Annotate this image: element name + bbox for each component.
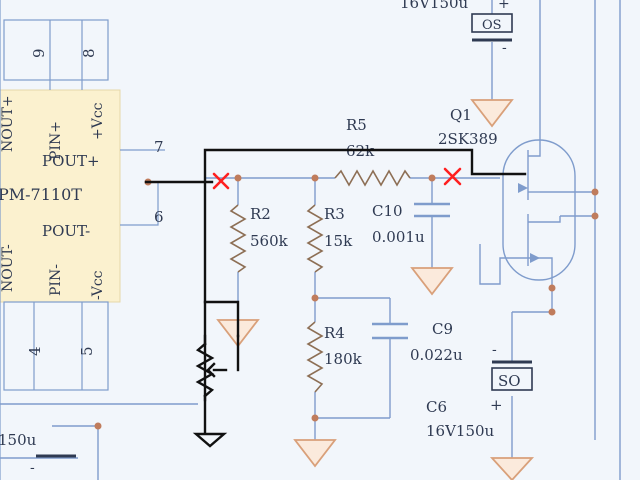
c6-name: C6 (426, 398, 447, 416)
chip-pin-plus-label: PIN+ (48, 121, 64, 160)
chip-pin-4-number: 4 (26, 346, 44, 356)
cap-os-value: 16V150u (400, 0, 469, 12)
ground-os-cap (470, 99, 514, 128)
r3-name: R3 (324, 205, 345, 223)
c6-value: 16V150u (426, 422, 495, 440)
r2-value: 560k (250, 232, 289, 250)
junction-r3-r4 (311, 294, 319, 302)
mod-pot-wiper-arrow (206, 362, 216, 378)
chip-pm7110t: 9 8 4 5 7 6 NOUT+ PIN+ +Vcc PIN- -Vcc NO… (0, 0, 165, 480)
chip-body (0, 89, 121, 303)
cut-marks (212, 167, 462, 190)
cap-os-label: OS (482, 18, 502, 33)
mod-ground (192, 432, 228, 448)
cap-so-label: SO (498, 372, 521, 390)
junction-so-cap (548, 308, 556, 316)
chip-pin-minus-label: PIN- (48, 264, 64, 296)
chip-pin-6-lead (120, 182, 159, 226)
chip-part-number: PM-7110T (0, 185, 82, 204)
r3-zigzag (306, 204, 324, 273)
cut-mark-right-stroke-b (443, 167, 462, 186)
cap-os-plus: + (498, 0, 510, 12)
q1-part: 2SK389 (438, 130, 498, 148)
junction-source-upper (591, 188, 599, 196)
resistors (229, 169, 411, 393)
cap-150u-left: - 150u (0, 431, 76, 476)
cap-150u-minus: - (30, 460, 35, 476)
ground-r4 (293, 439, 337, 468)
q1-name: Q1 (450, 106, 472, 124)
cap-os: OS 16V150u + - (400, 0, 513, 56)
printed-wiring (0, 0, 621, 480)
junction-r3 (311, 174, 319, 182)
r2-zigzag (229, 204, 247, 273)
cap-so-body (491, 367, 533, 391)
mod-pot-zigzag (195, 342, 215, 398)
ground-c10 (410, 267, 454, 296)
cut-mark-right (443, 167, 462, 186)
r2-name: R2 (250, 205, 271, 223)
chip-pin-7-number: 7 (154, 138, 164, 156)
chip-pout-plus-label: POUT+ (42, 152, 100, 170)
chip-nout-plus-label: NOUT+ (0, 95, 16, 152)
q1-gate-a-arrow (518, 183, 528, 193)
c10-value: 0.001u (372, 228, 425, 246)
junction-150u (94, 422, 102, 430)
cut-mark-left-stroke-b (212, 172, 230, 190)
chip-vcc-minus-label: -Vcc (90, 270, 106, 300)
capacitors (372, 202, 450, 340)
c10-name: C10 (372, 202, 403, 220)
junction-drain-b (548, 284, 556, 292)
r5-name: R5 (346, 116, 367, 134)
cap-so-minus: - (492, 342, 497, 358)
ground-so-cap (489, 457, 535, 480)
q1-gate-b-arrow (530, 253, 540, 263)
chip-top-pin-frame (3, 19, 109, 81)
cap-150u-value: 150u (0, 431, 37, 449)
handdrawn-mods (144, 148, 527, 448)
chip-bottom-pin-frame (3, 301, 109, 391)
chip-vcc-plus-label: +Vcc (90, 102, 106, 140)
r5-zigzag (334, 169, 411, 187)
q1-gate-b-loop (479, 244, 528, 285)
chip-nout-minus-label: NOUT- (0, 244, 16, 292)
chip-pout-minus-label: POUT- (42, 222, 90, 240)
junction-c10 (428, 174, 436, 182)
junction-r4-c9 (311, 414, 319, 422)
junction-source-lower (591, 212, 599, 220)
q1-drain-a (528, 140, 541, 157)
q1-jfet: Q1 2SK389 (438, 106, 576, 288)
cap-os-minus: - (502, 40, 507, 56)
cap-so-plus: + (490, 396, 503, 414)
q1-source-b (528, 216, 561, 223)
r4-name: R4 (324, 324, 345, 342)
chip-pin-6-number: 6 (154, 208, 164, 226)
chip-pin-8-number: 8 (80, 48, 98, 58)
cap-so: SO - + (490, 342, 533, 414)
r3-value: 15k (324, 232, 353, 250)
junction-r2 (234, 174, 242, 182)
r4-value: 180k (324, 350, 363, 368)
mod-bypass-wire (203, 148, 527, 402)
cap-os-body (471, 13, 513, 33)
chip-pin-5-number: 5 (78, 346, 96, 356)
cut-mark-left (212, 172, 230, 190)
q1-package-outline (502, 139, 576, 281)
mod-pot-top-wire (203, 300, 240, 338)
c9-value: 0.022u (410, 346, 463, 364)
r4-zigzag (306, 321, 324, 393)
chip-pin-9-number: 9 (30, 48, 48, 58)
c9-name: C9 (432, 320, 453, 338)
